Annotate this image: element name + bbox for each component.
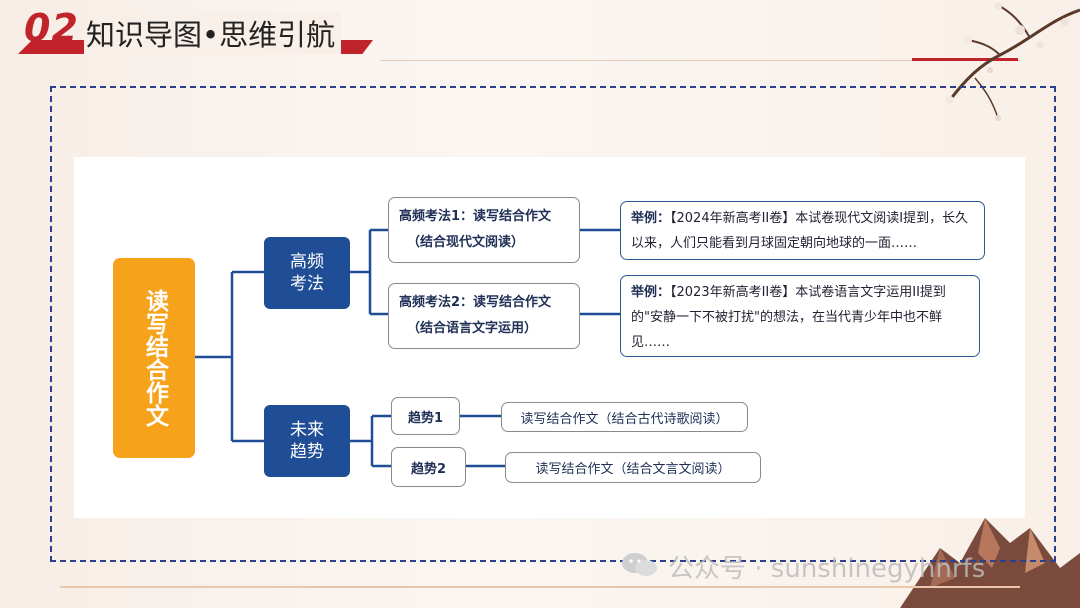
root-topic-node: 读写结合作文 <box>113 258 195 458</box>
example-label: 举例： <box>631 285 671 300</box>
example-node-2: 举例：【2023年新高考II卷】本试卷语言文字运用II提到的"安静一下不被打扰"… <box>620 275 980 357</box>
trend-node-1: 趋势1 <box>391 397 460 435</box>
example-text: 【2024年新高考II卷】本试卷现代文阅读I提到，长久以来，人们只能看到月球固定… <box>631 211 969 251</box>
example-label: 举例： <box>631 211 671 226</box>
plum-branch-decoration <box>946 2 1080 121</box>
header-divider <box>380 60 1020 61</box>
page-title: 知识导图•思维引航 <box>84 12 342 54</box>
category-label-line2: 考法 <box>290 274 324 294</box>
example-text: 【2023年新高考II卷】本试卷语言文字运用II提到的"安静一下不被打扰"的想法… <box>631 285 946 350</box>
method-title: 高频考法1：读写结合作文 <box>399 209 552 224</box>
method-subtitle: （结合现代文阅读） <box>407 235 525 250</box>
category-label-line1: 未来 <box>290 420 324 440</box>
method-title: 高频考法2：读写结合作文 <box>399 295 552 310</box>
method-node-1: 高频考法1：读写结合作文 （结合现代文阅读） <box>388 197 580 263</box>
trend-node-2: 趋势2 <box>391 447 466 487</box>
method-subtitle: （结合语言文字运用） <box>407 321 538 336</box>
category-label-line1: 高频 <box>290 252 324 272</box>
category-node-high-frequency: 高频考法 <box>264 237 350 309</box>
footer-divider <box>60 586 1020 588</box>
method-node-2: 高频考法2：读写结合作文 （结合语言文字运用） <box>388 283 580 349</box>
trend-desc-node-2: 读写结合作文（结合文言文阅读） <box>505 452 761 483</box>
watermark-text: 公众号 · sunshinegyhnrfs <box>668 554 986 584</box>
wechat-icon <box>622 553 657 576</box>
section-number: 02 <box>24 6 79 50</box>
example-node-1: 举例：【2024年新高考II卷】本试卷现代文阅读I提到，长久以来，人们只能看到月… <box>620 201 985 260</box>
category-node-future-trend: 未来趋势 <box>264 405 350 477</box>
dashed-content-frame <box>50 86 1056 562</box>
category-label-line2: 趋势 <box>290 442 324 462</box>
header-red-accent <box>912 58 1018 61</box>
trend-desc-node-1: 读写结合作文（结合古代诗歌阅读） <box>501 402 748 432</box>
